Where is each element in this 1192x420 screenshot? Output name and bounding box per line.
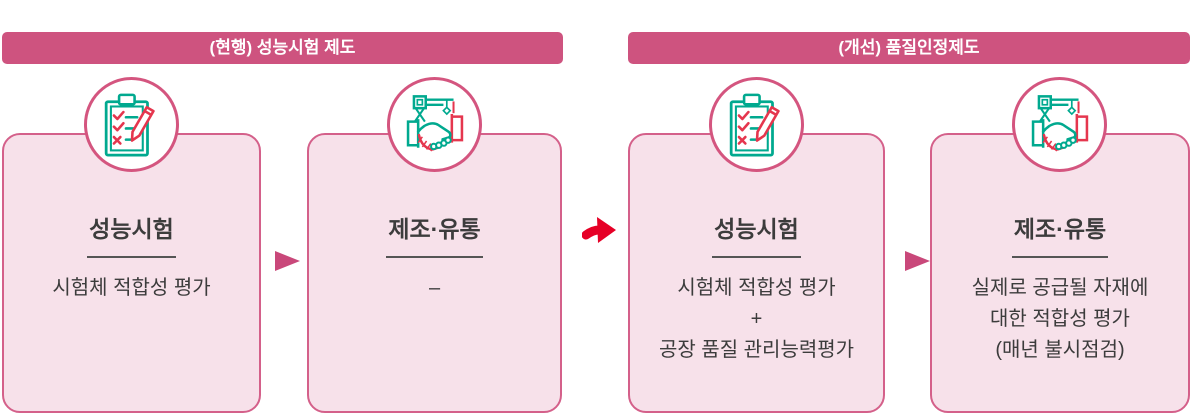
card-content: 성능시험 시험체 적합성 평가: [4, 135, 259, 304]
card-title: 성능시험: [712, 215, 801, 258]
card-content: 제조·유통 –: [309, 135, 560, 304]
handshake-crane-icon: [406, 94, 463, 152]
icon-badge: [387, 77, 482, 172]
card-body-line: 대한 적합성 평가: [990, 308, 1130, 330]
card-body-line: (매년 불시점검): [995, 339, 1125, 361]
clipboard-checklist-icon: [104, 93, 155, 157]
card-body-line: 공장 품질 관리능력평가: [658, 339, 855, 361]
step-arrow-icon: [905, 251, 930, 271]
step-arrow-icon: [275, 251, 300, 271]
card-title: 성능시험: [87, 215, 176, 258]
clipboard-checklist-icon: [729, 93, 780, 157]
card-body: 실제로 공급될 자재에 대한 적합성 평가 (매년 불시점검): [932, 273, 1188, 366]
card-manufacture-distribution-improved: 제조·유통 실제로 공급될 자재에 대한 적합성 평가 (매년 불시점검): [930, 133, 1190, 413]
card-body-line: +: [750, 308, 763, 330]
card-content: 성능시험 시험체 적합성 평가 + 공장 품질 관리능력평가: [630, 135, 883, 366]
header-current-system: (현행) 성능시험 제도: [2, 32, 563, 64]
card-body: 시험체 적합성 평가 + 공장 품질 관리능력평가: [630, 273, 883, 366]
card-body-line: 실제로 공급될 자재에: [971, 277, 1149, 299]
card-body: 시험체 적합성 평가: [4, 273, 259, 304]
card-body-line: –: [428, 277, 441, 299]
transition-arrow-icon: [582, 217, 616, 243]
handshake-crane-icon: [1031, 94, 1088, 152]
card-title: 제조·유통: [386, 215, 483, 258]
icon-badge: [84, 77, 179, 172]
card-performance-test-current: 성능시험 시험체 적합성 평가: [2, 133, 261, 413]
card-manufacture-distribution-current: 제조·유통 –: [307, 133, 562, 413]
card-content: 제조·유통 실제로 공급될 자재에 대한 적합성 평가 (매년 불시점검): [932, 135, 1188, 366]
icon-badge: [1012, 77, 1107, 172]
header-improved-system: (개선) 품질인정제도: [628, 32, 1190, 64]
card-body-line: 시험체 적합성 평가: [677, 277, 836, 299]
card-body: –: [309, 273, 560, 304]
card-title: 제조·유통: [1011, 215, 1109, 258]
icon-badge: [709, 77, 804, 172]
card-body-line: 시험체 적합성 평가: [52, 277, 211, 299]
card-performance-test-improved: 성능시험 시험체 적합성 평가 + 공장 품질 관리능력평가: [628, 133, 885, 413]
